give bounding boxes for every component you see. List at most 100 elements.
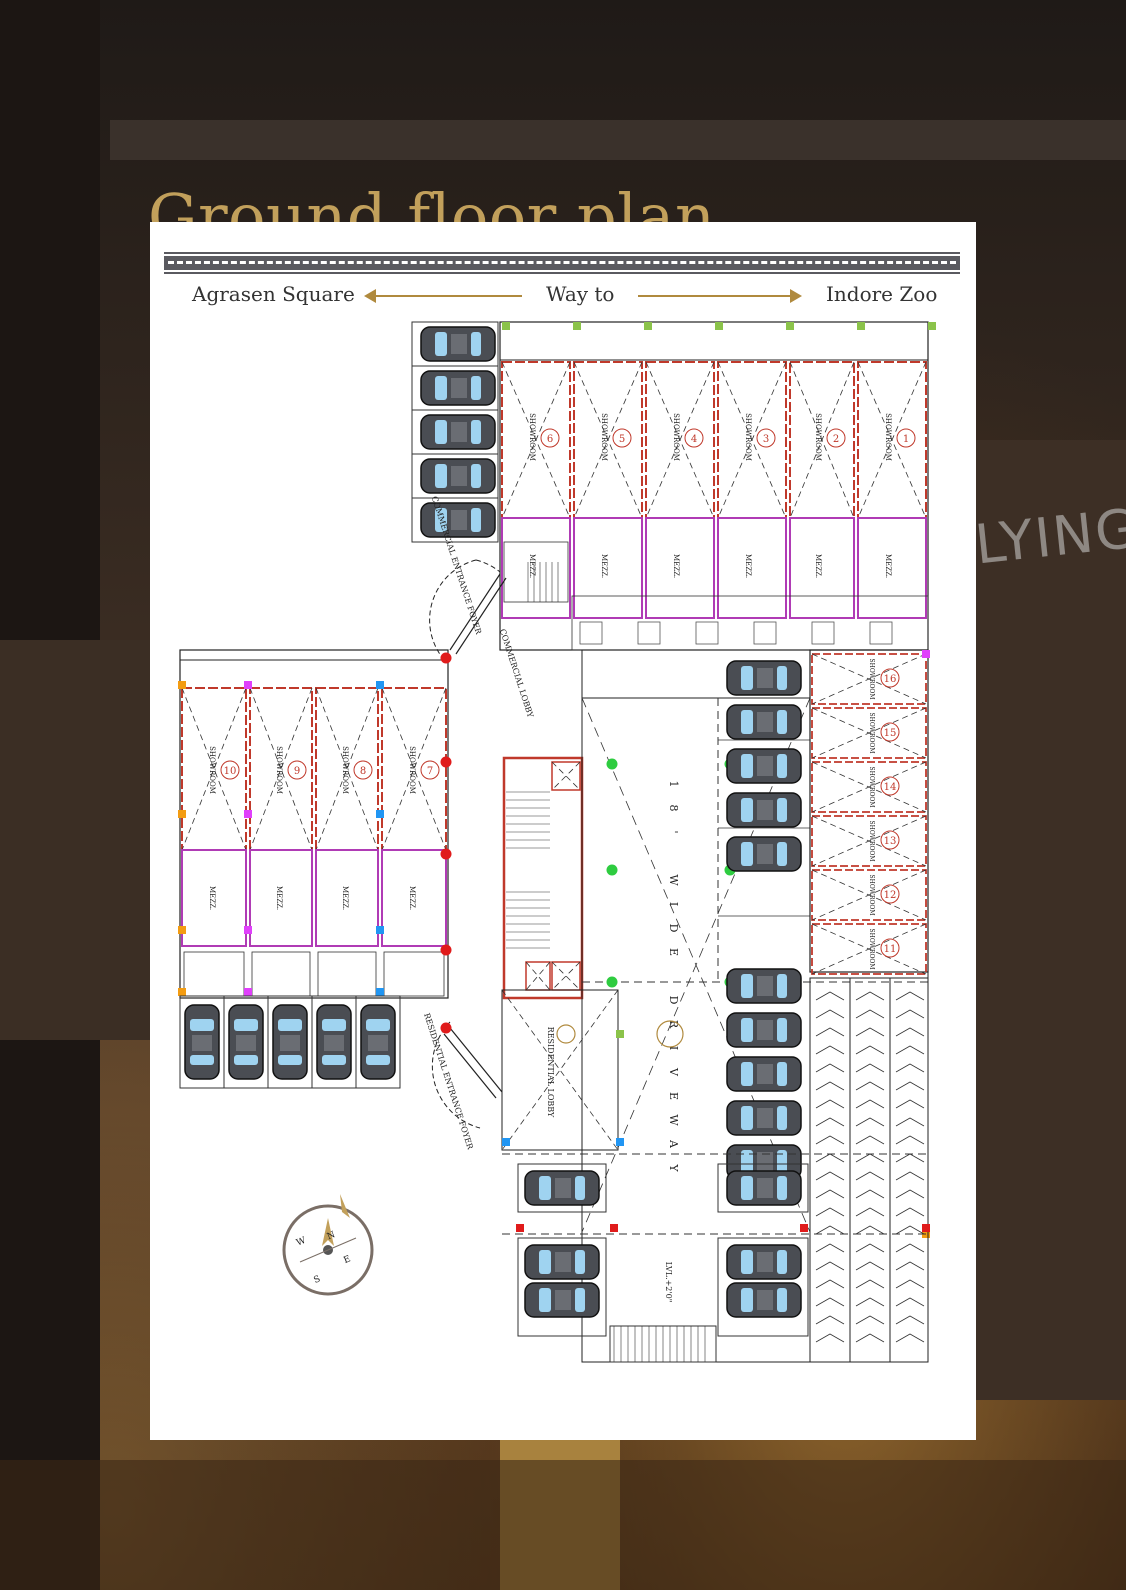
ramp-chevron-icon — [815, 1063, 845, 1073]
toilet-cell — [637, 621, 661, 645]
showroom-label: SHOWROOM — [600, 413, 608, 461]
showroom-right-unit — [811, 707, 927, 759]
showroom-right-unit — [811, 761, 927, 813]
top-parking-car-icon — [420, 370, 496, 406]
showroom-number: 16 — [884, 674, 897, 685]
driveway-car-icon — [726, 660, 802, 696]
ramp-chevron-icon — [855, 1243, 885, 1253]
ramp-chevron-icon — [895, 1045, 925, 1055]
ramp-chevron-icon — [815, 1171, 845, 1181]
plan-diagonal — [811, 923, 927, 975]
unit-number-circle — [612, 428, 632, 448]
ramp-chevron-icon — [815, 1243, 845, 1253]
driveway-car-icon — [726, 968, 802, 1004]
ramp-chevron-icon — [855, 1135, 885, 1145]
ramp-chevron-icon — [815, 1279, 845, 1289]
column-marker — [376, 810, 384, 818]
mezz-label: MEZZ. — [208, 886, 216, 910]
column-marker — [616, 1030, 624, 1038]
compass-axis — [299, 1237, 357, 1263]
ramp-chevron-icon — [855, 1225, 885, 1235]
mezz-label: MEZZ. — [341, 886, 349, 910]
compass-ring-icon — [282, 1204, 374, 1296]
plan-diagonal — [501, 361, 571, 519]
top-parking-car-icon — [420, 502, 496, 538]
unit-number-circle — [880, 776, 900, 796]
ramp-chevron-icon — [855, 1009, 885, 1019]
driveway-label: 8 — [667, 805, 680, 812]
road — [164, 252, 960, 274]
plan-diagonal — [315, 687, 379, 851]
residential-foyer-label: RESIDENTIAL ENTRANCE FOYER — [422, 1012, 475, 1151]
ramp-chevron-icon — [815, 1117, 845, 1127]
toilet-cell — [183, 951, 245, 997]
showroom-label: SHOWROOM — [408, 746, 416, 794]
column-green-marker — [606, 758, 618, 770]
ramp-chevron-icon — [815, 1081, 845, 1091]
mezz-label: MEZZ. — [408, 886, 416, 910]
showroom-right-unit — [811, 869, 927, 921]
showroom-top-unit — [717, 361, 787, 519]
driveway-car-icon — [726, 704, 802, 740]
top-parking-car-icon — [420, 326, 496, 362]
unit-number-circle — [540, 428, 560, 448]
ramp-chevron-icon — [895, 1135, 925, 1145]
ramp-chevron-icon — [855, 1081, 885, 1091]
driveway-label: Y — [667, 1163, 680, 1172]
plan-diagonal — [645, 361, 715, 519]
lift-marker — [556, 1024, 576, 1044]
ramp-chevron-icon — [855, 1279, 885, 1289]
showroom-number: 10 — [224, 766, 237, 777]
lift-box — [551, 761, 581, 791]
ramp-chevron-icon — [895, 1261, 925, 1271]
compass-n: N — [326, 1230, 337, 1242]
plan-line — [449, 573, 501, 651]
driveway-label: D — [667, 996, 680, 1005]
unit-number-circle — [287, 760, 307, 780]
compass-arrow-icon — [340, 1194, 350, 1218]
column-marker — [178, 681, 186, 689]
toilet-cell — [811, 621, 835, 645]
plan-diagonal — [501, 989, 619, 1151]
ramp-chevron-icon — [895, 1207, 925, 1217]
showroom-label: SHOWROOM — [868, 929, 875, 970]
showroom-number: 5 — [619, 434, 625, 445]
left-wing-outline — [179, 649, 449, 999]
showroom-number: 8 — [360, 766, 366, 777]
plan-diagonal — [551, 761, 581, 791]
plan-diagonal — [551, 761, 581, 791]
road-right-label: Indore Zoo — [826, 282, 938, 306]
mezzanine-unit — [315, 849, 379, 947]
mezz-label: MEZZ. — [672, 554, 680, 578]
planter-marker — [573, 322, 581, 330]
bottom-parking-car-icon — [360, 1004, 396, 1080]
ramp-chevron-icon — [895, 1189, 925, 1199]
bottom-parking-car-icon — [524, 1282, 600, 1318]
ramp-chevron-icon — [815, 991, 845, 1001]
plan-diagonal — [811, 761, 927, 813]
column-marker — [800, 1224, 808, 1232]
driveway-label: ' — [667, 830, 680, 833]
column-marker — [376, 681, 384, 689]
plan-diagonal — [811, 815, 927, 867]
showroom-number: 9 — [294, 766, 300, 777]
ramp-chevron-icon — [895, 1153, 925, 1163]
plan-diagonal — [315, 687, 379, 851]
toilet-cell — [383, 951, 445, 997]
ramp-chevron-icon — [895, 991, 925, 1001]
driveway-car-icon — [726, 1056, 802, 1092]
showroom-number: 1 — [903, 434, 909, 445]
ramp-chevron-icon — [895, 1333, 925, 1343]
ramp-chevron-icon — [855, 1189, 885, 1199]
plan-diagonal — [811, 707, 927, 759]
showroom-number: 6 — [547, 434, 553, 445]
residential-lobby — [501, 989, 619, 1151]
toilet-cell — [869, 621, 893, 645]
driveway-label: W — [667, 874, 680, 886]
foyer-arc — [475, 559, 501, 573]
ramp-chevron-icon — [855, 1099, 885, 1109]
plan-line — [443, 1033, 497, 1099]
unit-number-circle — [353, 760, 373, 780]
showroom-label: SHOWROOM — [814, 413, 822, 461]
planter-marker — [715, 322, 723, 330]
